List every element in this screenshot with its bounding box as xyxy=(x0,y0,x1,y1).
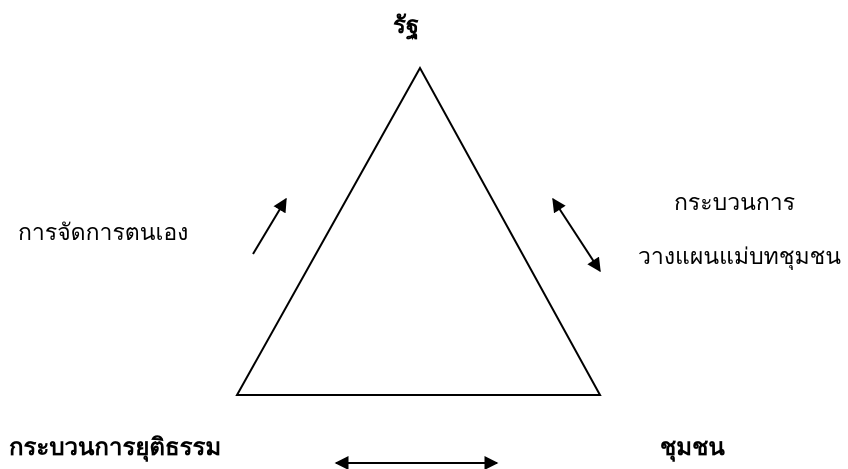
node-label-justice-process: กระบวนการยุติธรรม xyxy=(9,433,222,461)
edge-label-community-master-plan: วางแผนแม่บทชุมชน xyxy=(638,244,841,270)
node-label-state: รัฐ xyxy=(393,11,420,39)
edge-label-process: กระบวนการ xyxy=(674,190,796,216)
edge-label-self-management: การจัดการตนเอง xyxy=(18,220,189,246)
triangle-shape xyxy=(235,65,602,396)
node-label-community: ชุมชน xyxy=(660,433,725,461)
left-arrow xyxy=(252,197,287,255)
right-arrow xyxy=(552,197,601,273)
